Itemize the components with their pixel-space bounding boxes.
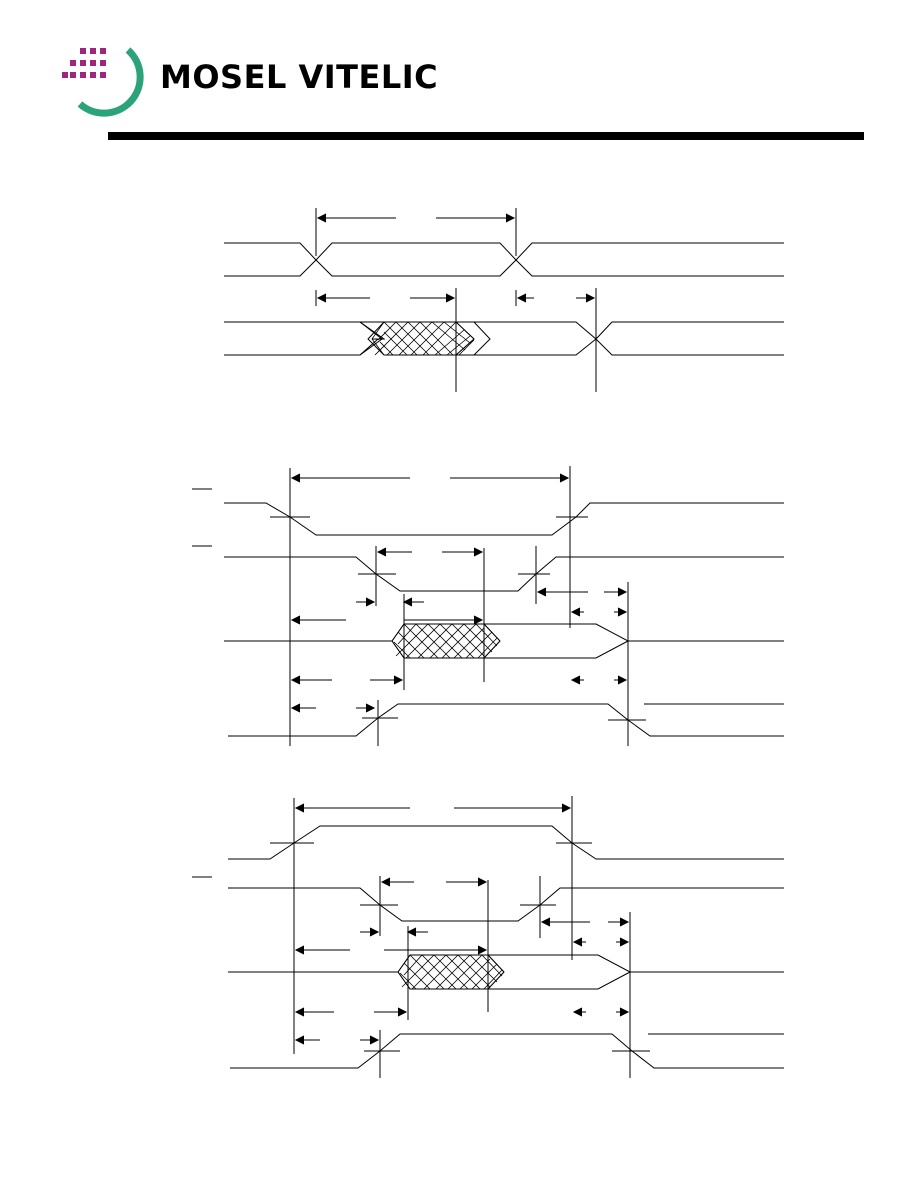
cs-waveform — [224, 503, 784, 535]
data-out-hatch-1 — [392, 624, 500, 658]
power-waveform-1 — [228, 704, 784, 736]
oe-waveform-2 — [228, 888, 784, 921]
data-out-hatch — [372, 322, 474, 355]
data-out-waveform-1 — [224, 624, 784, 641]
timing-diagram-read-cycle-2 — [0, 795, 918, 1085]
page-header: MOSEL VITELIC — [0, 0, 918, 150]
timing-diagram-address-access — [0, 200, 918, 400]
logo-icon — [62, 42, 148, 122]
power-waveform-2 — [230, 1034, 784, 1068]
address-bus-bottom — [224, 260, 784, 276]
address-bus-top — [224, 243, 784, 260]
brand-name: MOSEL VITELIC — [160, 58, 439, 96]
logo-dots — [62, 48, 106, 78]
logo-ring — [80, 50, 140, 113]
ce-waveform — [228, 826, 784, 859]
oe-waveform — [224, 557, 784, 591]
header-rule — [108, 132, 864, 140]
data-out-waveform-2 — [228, 955, 784, 972]
data-out-transition — [360, 322, 490, 355]
data-out-upper — [224, 322, 784, 339]
data-out-hatch-2 — [398, 955, 504, 989]
timing-diagram-read-cycle-1 — [0, 460, 918, 750]
data-out-lower — [224, 339, 784, 355]
